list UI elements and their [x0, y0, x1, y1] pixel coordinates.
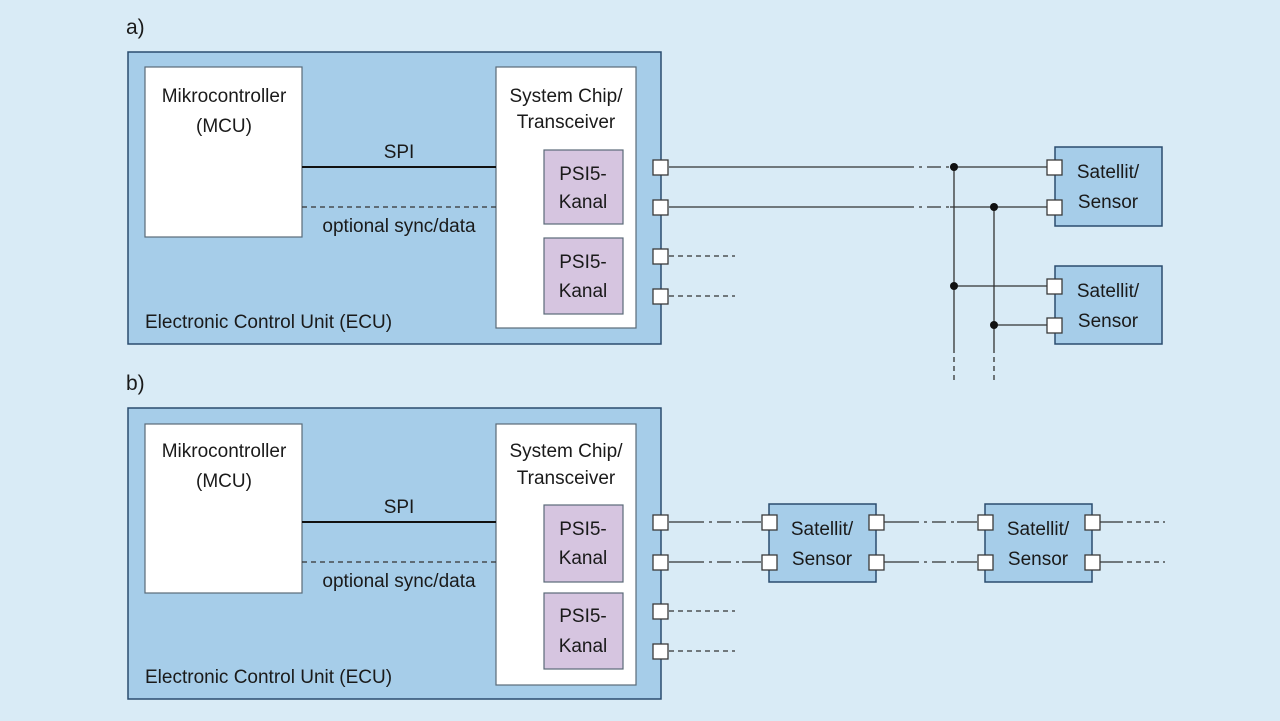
psi5-channel-label-line1: PSI5- [559, 519, 607, 540]
connector-pin [761, 554, 778, 571]
psi5-channel-box [543, 237, 624, 315]
connector-pin [652, 554, 669, 571]
psi5-channel-label-line1: PSI5- [559, 252, 607, 273]
psi5-channel-box [543, 149, 624, 225]
satellite-sensor-box [984, 503, 1093, 583]
sync-label: optional sync/data [322, 571, 476, 592]
spi-label: SPI [384, 142, 415, 163]
connector-pin [868, 554, 885, 571]
sync-label: optional sync/data [322, 216, 476, 237]
mcu-box [144, 423, 303, 594]
system-chip-label-line1: System Chip/ [510, 86, 624, 107]
satellite-label-line2: Sensor [1078, 192, 1139, 213]
connector-pin [977, 554, 994, 571]
mcu-label-line1: Mikrocontroller [162, 86, 287, 107]
connector-pin [652, 248, 669, 265]
panel-a-label: a) [126, 16, 145, 39]
psi5-channel-label-line2: Kanal [559, 636, 608, 657]
ecu-label: Electronic Control Unit (ECU) [145, 667, 392, 688]
satellite-label-line1: Satellit/ [791, 519, 854, 540]
panel-b-label: b) [126, 372, 145, 395]
mcu-box [144, 66, 303, 238]
connector-pin [1084, 514, 1101, 531]
psi5-channel-label-line1: PSI5- [559, 164, 607, 185]
connector-pin [652, 288, 669, 305]
mcu-label-line2: (MCU) [196, 116, 252, 137]
connector-pin [1046, 159, 1063, 176]
spi-label: SPI [384, 497, 415, 518]
ecu-label: Electronic Control Unit (ECU) [145, 312, 392, 333]
connector-pin [652, 159, 669, 176]
mcu-label-line2: (MCU) [196, 471, 252, 492]
satellite-sensor-box [1054, 265, 1163, 345]
satellite-label-line1: Satellit/ [1077, 162, 1140, 183]
junction-dot [950, 163, 958, 171]
satellite-sensor-box [1054, 146, 1163, 227]
satellite-label-line1: Satellit/ [1077, 281, 1140, 302]
connector-pin [1084, 554, 1101, 571]
psi5-channel-label-line2: Kanal [559, 281, 608, 302]
junction-dot [990, 203, 998, 211]
junction-dot [990, 321, 998, 329]
connector-pin [977, 514, 994, 531]
connector-pin [652, 643, 669, 660]
connector-pin [1046, 317, 1063, 334]
satellite-label-line1: Satellit/ [1007, 519, 1070, 540]
system-chip-label-line1: System Chip/ [510, 441, 624, 462]
mcu-label-line1: Mikrocontroller [162, 441, 287, 462]
system-chip-label-line2: Transceiver [517, 112, 616, 133]
psi5-channel-box [543, 504, 624, 583]
psi5-channel-label-line1: PSI5- [559, 606, 607, 627]
system-chip-label-line2: Transceiver [517, 468, 616, 489]
panel-b: b) Electronic Control Unit (ECU) Mikroco… [126, 372, 1165, 700]
connector-pin [868, 514, 885, 531]
psi5-channel-label-line2: Kanal [559, 192, 608, 213]
satellite-label-line2: Sensor [1008, 549, 1069, 570]
psi5-channel-box [543, 592, 624, 670]
connector-pin [1046, 199, 1063, 216]
junction-dot [950, 282, 958, 290]
connector-pin [652, 514, 669, 531]
psi5-channel-label-line2: Kanal [559, 548, 608, 569]
connector-pin [761, 514, 778, 531]
connector-pin [1046, 278, 1063, 295]
panel-a: a) Electronic Control Unit (ECU) Mikroco… [126, 16, 1163, 382]
satellite-label-line2: Sensor [792, 549, 853, 570]
connector-pin [652, 199, 669, 216]
satellite-sensor-box [768, 503, 877, 583]
satellite-label-line2: Sensor [1078, 311, 1139, 332]
connector-pin [652, 603, 669, 620]
